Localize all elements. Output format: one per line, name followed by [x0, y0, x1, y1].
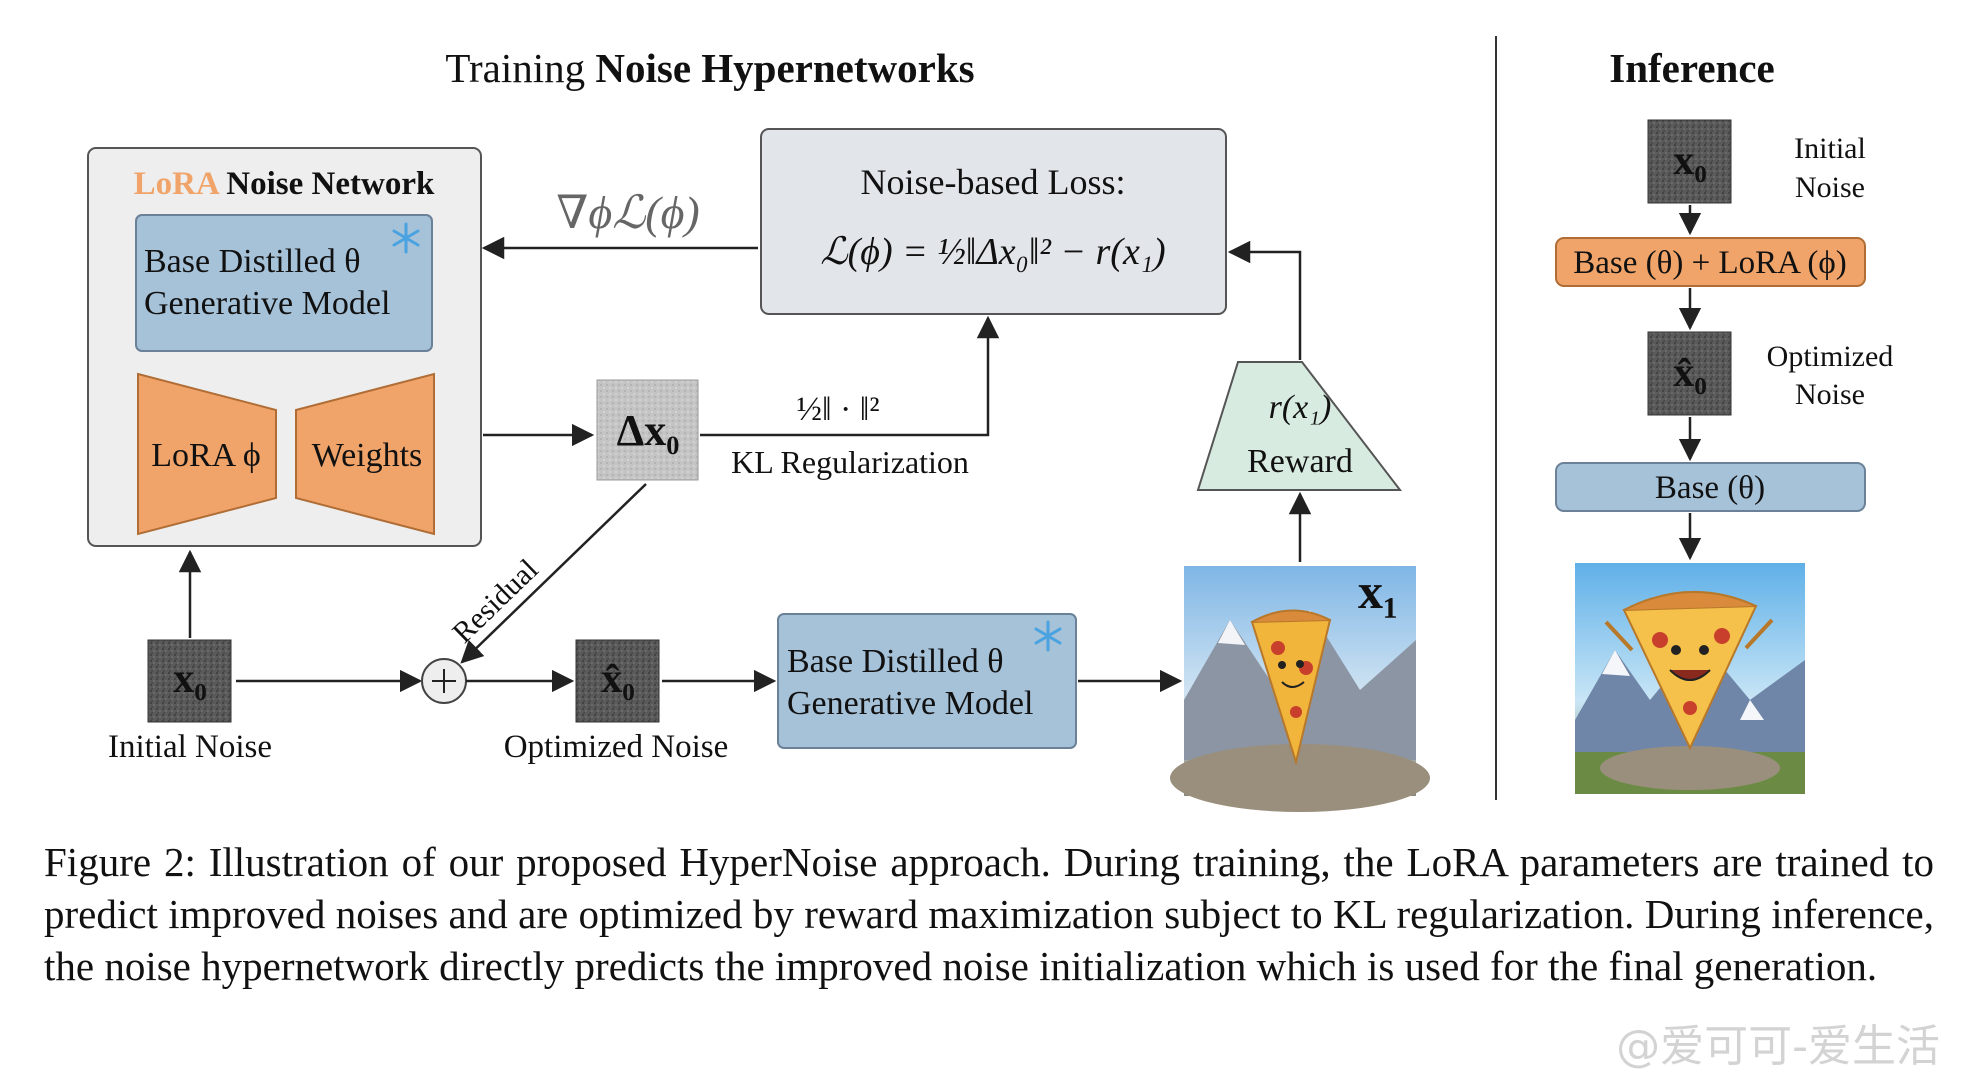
reward-label: Reward — [1247, 443, 1353, 480]
kl-norm-label: ½‖ · ‖² — [796, 391, 879, 428]
inf-x0-label: x₀ — [1673, 138, 1707, 184]
base-model-box-bottom — [777, 613, 1077, 749]
optimized-noise-box — [575, 639, 660, 723]
kl-regularization-label: KL Regularization — [731, 444, 969, 480]
delta-x0-label: Δx₀ — [617, 406, 680, 455]
reward-to-loss-arrow — [1227, 240, 1302, 360]
base-model-line2: Generative Model — [144, 285, 390, 322]
snowflake-icon — [392, 222, 420, 254]
kl-arrow — [700, 315, 1000, 437]
inf-optimized-line1: Optimized — [1767, 340, 1894, 373]
inf-base-box — [1555, 462, 1866, 512]
base-model-box-top — [135, 214, 433, 352]
weights-label: Weights — [312, 437, 423, 474]
reward-fn-label: r(x₁) — [1269, 389, 1332, 426]
x0-hat-label: x̂₀ — [601, 656, 635, 702]
lora-phi-label: LoRA ϕ — [151, 437, 261, 474]
lora-phi-encoder — [137, 372, 277, 536]
inf-base-lora-label: Base (θ) + LoRA (ϕ) — [1573, 245, 1847, 281]
loss-formula: ℒ(ϕ) = ½‖Δx₀‖² − r(x₁) — [820, 231, 1165, 273]
lora-network-title: LoRA Noise Network — [134, 166, 435, 202]
inference-pizza-image — [1575, 563, 1805, 794]
inf-optimized-line2: Noise — [1795, 378, 1865, 411]
x0-label: x₀ — [173, 656, 207, 702]
weights-decoder — [295, 372, 435, 536]
inf-base-lora-box — [1555, 237, 1866, 287]
figure-caption: Figure 2: Illustration of our proposed H… — [44, 839, 1934, 989]
snowflake-icon — [1034, 620, 1062, 652]
base-model-bottom-line2: Generative Model — [787, 685, 1033, 722]
reward-model — [1196, 361, 1403, 491]
base-model-line1: Base Distilled θ — [144, 243, 360, 280]
initial-noise-box — [147, 639, 232, 723]
gradient-label: ∇ϕℒ(ϕ) — [556, 187, 700, 238]
training-title: Training Noise Hypernetworks — [445, 45, 974, 91]
x1-label: x₁ — [1358, 563, 1398, 619]
noise-loss-box — [760, 128, 1227, 315]
optimized-noise-label: Optimized Noise — [504, 729, 729, 765]
inf-initial-line2: Noise — [1795, 171, 1865, 204]
inf-initial-line1: Initial — [1794, 132, 1866, 165]
residual-arrow — [460, 483, 647, 664]
base-model-bottom-line1: Base Distilled θ — [787, 643, 1003, 680]
inf-initial-noise-box — [1647, 119, 1732, 204]
watermark: @爱可可-爱生活 — [1616, 1021, 1940, 1072]
generated-pizza-image — [1170, 566, 1430, 812]
initial-noise-label: Initial Noise — [108, 729, 272, 765]
inf-optimized-noise-box — [1647, 331, 1732, 416]
inf-base-label: Base (θ) — [1655, 470, 1765, 506]
loss-title: Noise-based Loss: — [861, 162, 1126, 202]
delta-x0-box — [596, 379, 699, 481]
inference-title: Inference — [1609, 45, 1774, 91]
residual-label: Residual — [446, 553, 544, 650]
inf-x0-hat-label: x̂₀ — [1673, 350, 1707, 396]
